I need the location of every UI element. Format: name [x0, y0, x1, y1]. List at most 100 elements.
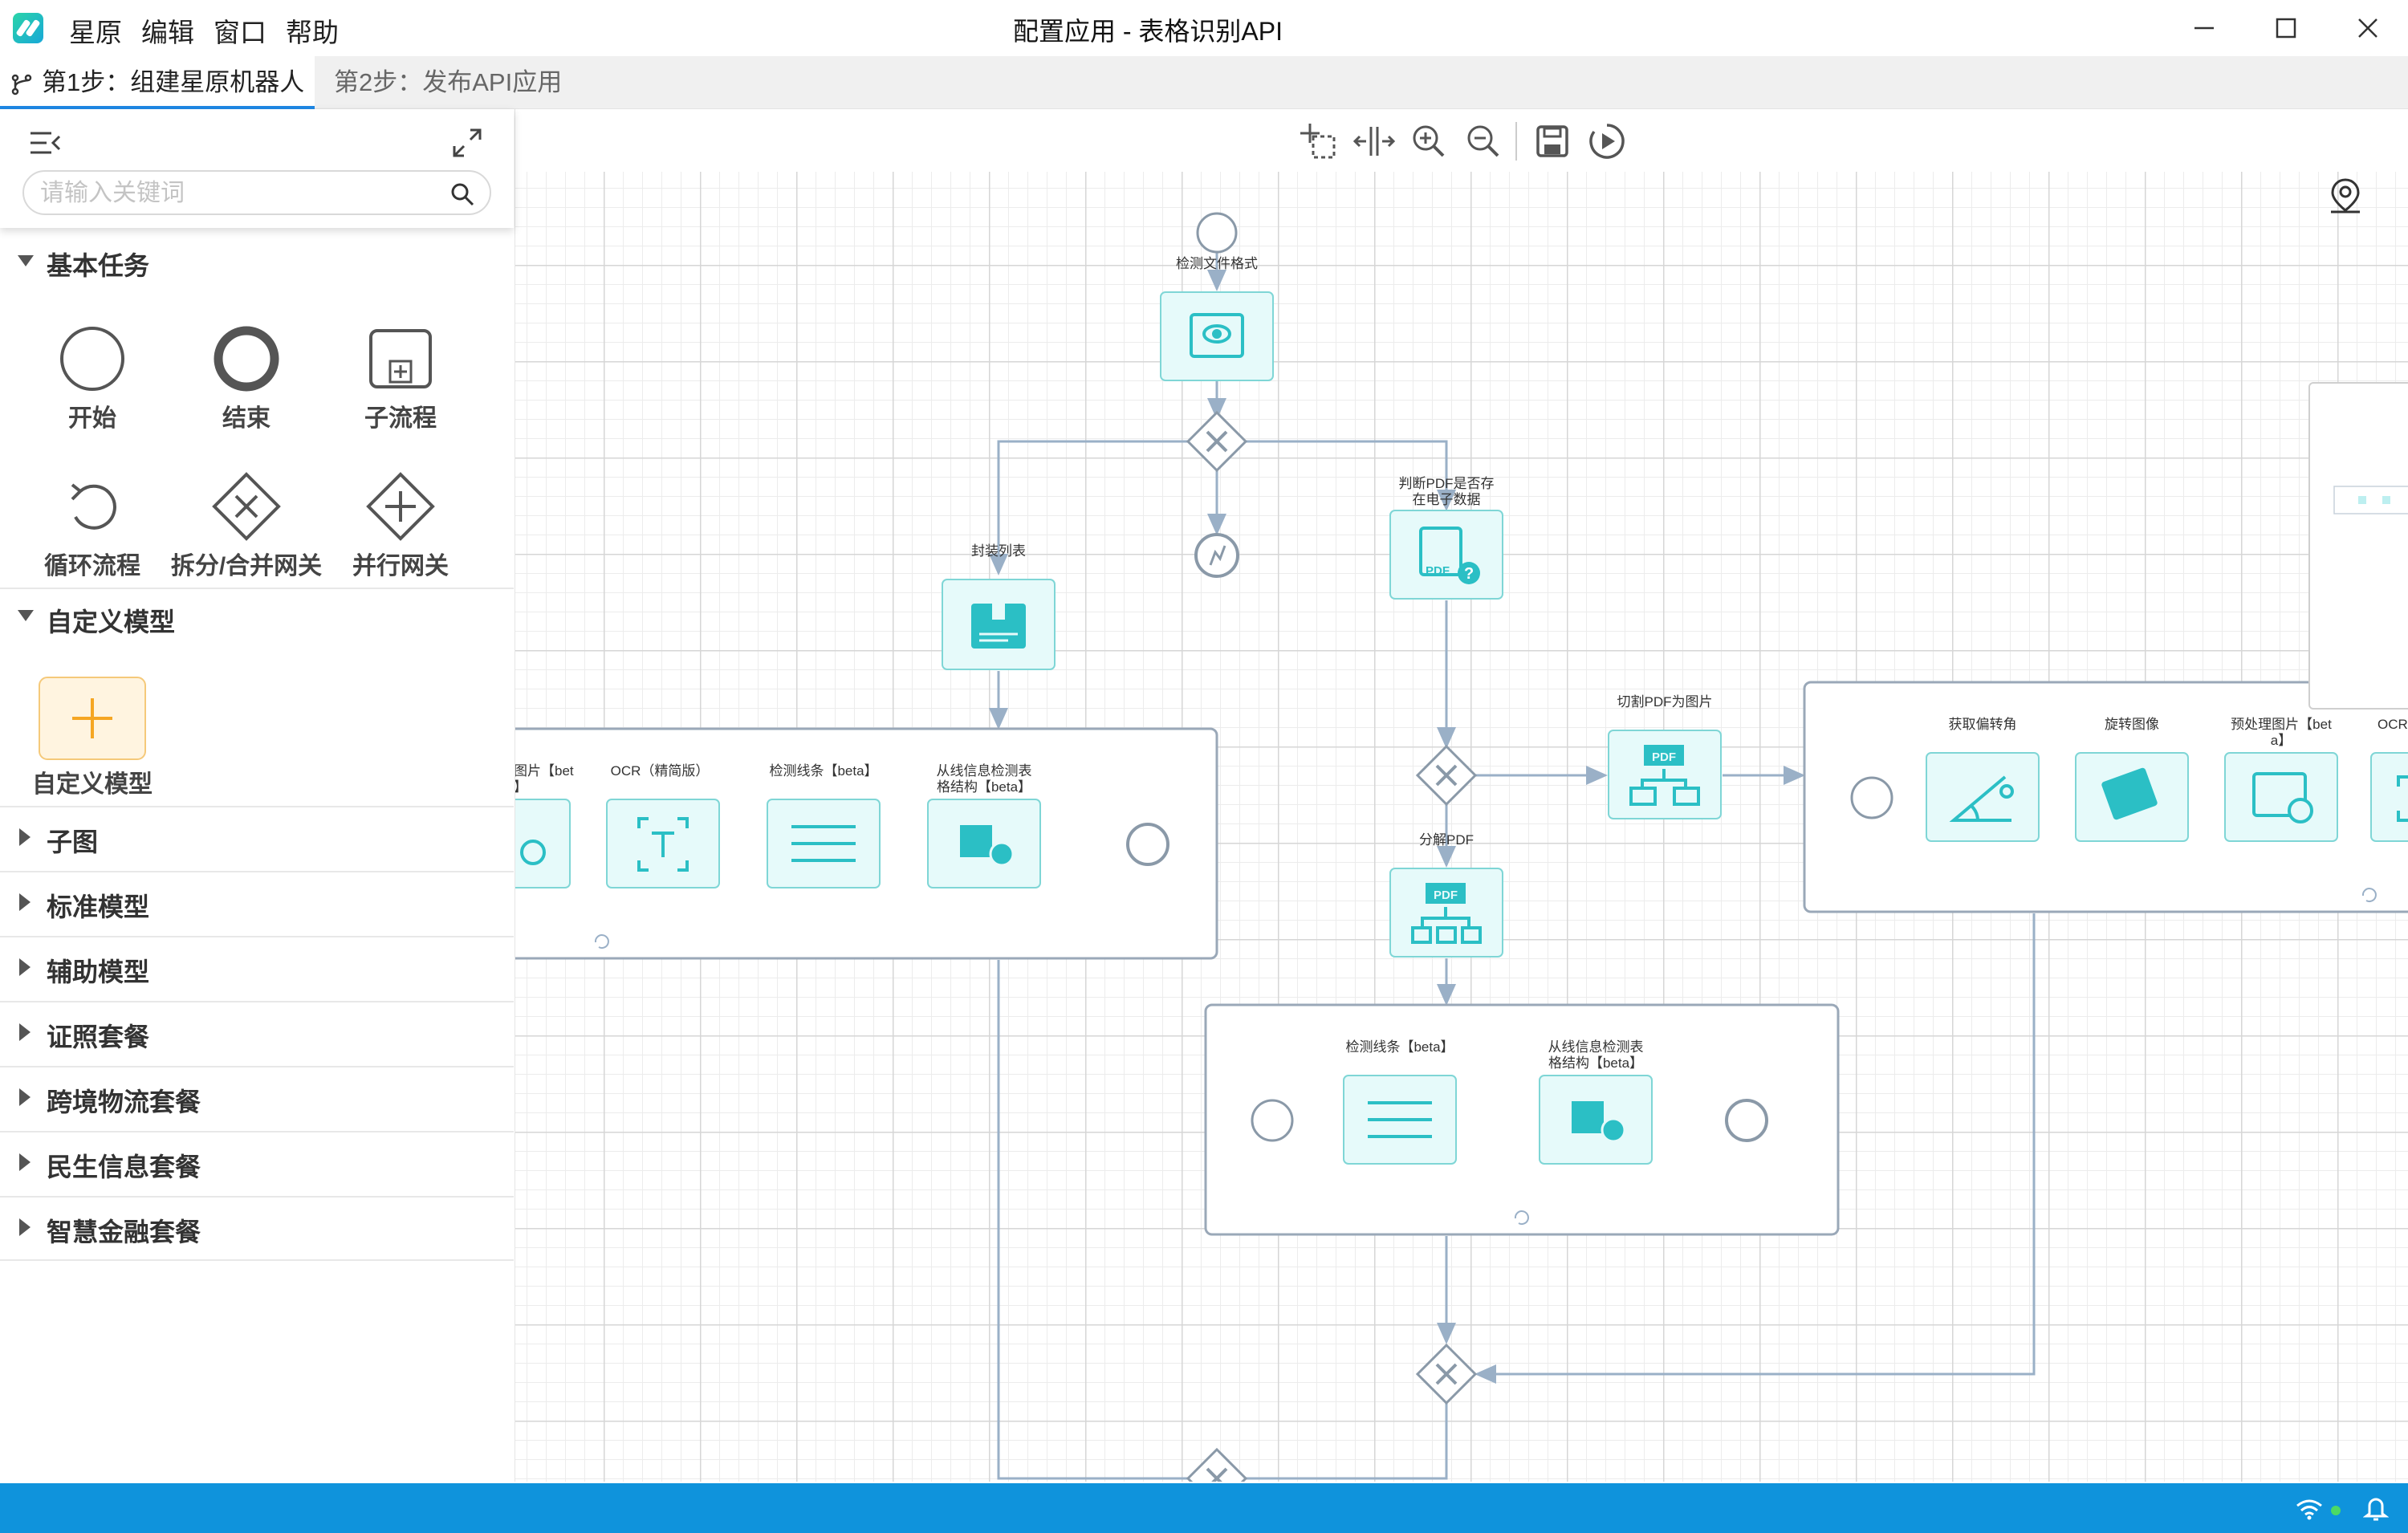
collapse-icon[interactable]	[27, 127, 63, 159]
start-event-icon	[60, 327, 124, 391]
component-sidebar: 基本任务 开始 结束 子流程 循环流程 拆分/合并网关	[0, 109, 515, 1482]
end-event[interactable]	[1725, 1099, 1768, 1142]
pdf-question-icon: ?	[1419, 527, 1480, 584]
lines-icon	[1368, 1101, 1432, 1138]
task-preprocess-left[interactable]	[515, 799, 571, 888]
search-box	[22, 170, 491, 215]
lines-icon	[791, 825, 856, 862]
flow-canvas[interactable]: ?	[515, 172, 2408, 1482]
caret-right-icon	[19, 1153, 31, 1171]
menu-help[interactable]: 帮助	[286, 18, 339, 47]
minimize-icon[interactable]	[2180, 8, 2228, 48]
label-table-struct-1: 从线信息检测表	[937, 763, 1032, 779]
category-auxiliary[interactable]: 辅助模型	[0, 936, 514, 1001]
category-livelihood[interactable]: 民生信息套餐	[0, 1131, 514, 1196]
title-bar: 星原 编辑 窗口 帮助 配置应用 - 表格识别API	[0, 0, 2408, 56]
menu-window[interactable]: 窗口	[214, 18, 266, 47]
tool-start[interactable]: 开始	[16, 324, 169, 433]
label-rotate: 旋转图像	[2105, 717, 2159, 732]
gateway-final[interactable]	[1186, 1447, 1248, 1482]
edge	[1474, 913, 2036, 1384]
edge	[1244, 1403, 1448, 1480]
table-detect-icon	[960, 825, 1015, 867]
tool-split-merge-label: 拆分/合并网关	[170, 553, 323, 579]
tool-parallel-label: 并行网关	[352, 553, 449, 579]
run-icon[interactable]	[1584, 119, 1629, 164]
task-preprocess[interactable]	[2224, 752, 2338, 842]
close-icon[interactable]	[2344, 8, 2392, 48]
category-basic-label: 基本任务	[47, 251, 150, 280]
edge	[989, 440, 1188, 575]
tool-subprocess[interactable]: 子流程	[324, 324, 477, 433]
save-icon[interactable]	[1530, 119, 1575, 164]
location-pin-icon[interactable]	[2328, 177, 2363, 215]
minimap[interactable]	[2308, 382, 2408, 710]
subprocess-container-pdf[interactable]	[1204, 1003, 1840, 1236]
category-standard[interactable]: 标准模型	[0, 871, 514, 936]
menu-xingyuan[interactable]: 星原	[69, 18, 122, 47]
error-icon	[1209, 545, 1226, 566]
gateway-format[interactable]	[1186, 410, 1248, 473]
tool-custom-model[interactable]: 自定义模型	[16, 674, 169, 799]
gateway-pdf[interactable]	[1415, 744, 1478, 807]
task-judge-pdf[interactable]	[1389, 510, 1503, 600]
ocr-text-icon	[637, 817, 689, 872]
category-finance[interactable]: 智慧金融套餐	[0, 1196, 514, 1261]
label-preprocess-1: 预处理图片【bet	[2231, 717, 2332, 732]
pdf-tag: PDF	[1434, 888, 1458, 902]
tab-step-2[interactable]: 第2步：发布API应用	[334, 68, 563, 96]
caret-right-icon	[19, 958, 31, 976]
tab-step-1[interactable]: 第1步：组建星原机器人	[0, 56, 315, 109]
maximize-icon[interactable]	[2262, 8, 2310, 48]
exclusive-gateway-icon	[212, 472, 281, 541]
label-table-struct2-2: 格结构【beta】	[1548, 1055, 1643, 1071]
end-event[interactable]	[1126, 823, 1169, 866]
category-livelihood-label: 民生信息套餐	[47, 1153, 201, 1181]
category-license[interactable]: 证照套餐	[0, 1001, 514, 1066]
label-detect-lines-2: 检测线条【beta】	[1345, 1039, 1454, 1055]
tool-end[interactable]: 结束	[170, 324, 323, 433]
zoom-in-icon[interactable]	[1406, 119, 1451, 164]
task-ocr-cut[interactable]	[2370, 752, 2408, 842]
window-title: 配置应用 - 表格识别API	[1012, 17, 1283, 46]
bell-icon[interactable]	[2363, 1494, 2389, 1522]
expand-icon[interactable]	[449, 125, 485, 161]
fit-width-icon[interactable]	[1352, 119, 1397, 164]
tool-subprocess-label: 子流程	[364, 405, 437, 432]
toolbar-divider	[1515, 122, 1517, 161]
label-judge-pdf-1: 判断PDF是否存	[1399, 476, 1495, 491]
label-encapsulate: 封装列表	[971, 543, 1026, 559]
tool-loop[interactable]: 循环流程	[16, 472, 169, 581]
search-input[interactable]	[40, 178, 441, 209]
start-event[interactable]	[1850, 776, 1893, 819]
loop-marker-icon	[594, 934, 609, 949]
caret-down-icon	[18, 610, 34, 621]
minimap-preview	[2333, 486, 2408, 514]
flow-diagram: ?	[515, 212, 2408, 1482]
label-ocr-precise: OCR（精简版）	[611, 763, 710, 779]
search-panel	[0, 109, 514, 228]
svg-text:?: ?	[1464, 565, 1474, 583]
loop-icon	[71, 483, 116, 530]
category-logistics[interactable]: 跨境物流套餐	[0, 1066, 514, 1131]
start-event[interactable]	[1196, 212, 1238, 254]
category-subgraph[interactable]: 子图	[0, 806, 514, 871]
pdf-to-image-icon	[1629, 745, 1700, 806]
zoom-out-icon[interactable]	[1461, 119, 1506, 164]
tool-parallel[interactable]: 并行网关	[324, 472, 477, 581]
app-logo-icon	[13, 13, 43, 43]
add-custom-model-icon	[39, 677, 146, 760]
category-basic[interactable]: 基本任务	[0, 246, 514, 286]
menu-edit[interactable]: 编辑	[141, 18, 194, 47]
pdf-tag: PDF	[1652, 750, 1676, 764]
caret-right-icon	[19, 1218, 31, 1236]
search-icon[interactable]	[449, 181, 475, 207]
gateway-merge[interactable]	[1415, 1343, 1478, 1405]
tool-custom-model-label: 自定义模型	[32, 771, 153, 798]
wifi-icon	[2296, 1499, 2322, 1520]
tool-loop-label: 循环流程	[44, 553, 140, 579]
category-custom[interactable]: 自定义模型	[0, 588, 514, 652]
start-event[interactable]	[1251, 1099, 1294, 1142]
select-icon[interactable]	[1296, 119, 1340, 164]
tool-split-merge[interactable]: 拆分/合并网关	[170, 472, 323, 581]
